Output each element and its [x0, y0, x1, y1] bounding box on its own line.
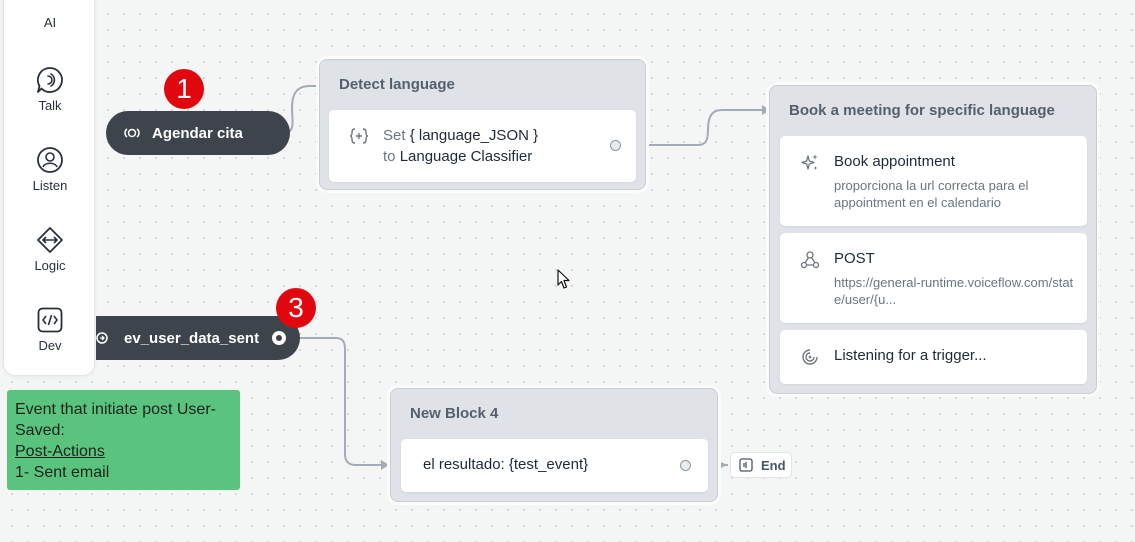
step-title: Listening for a trigger...: [834, 347, 987, 364]
block-toolbar: AI Talk Listen Logic Dev: [3, 0, 95, 376]
step-subtitle: proporciona la url correcta para el appo…: [834, 178, 1029, 210]
start-node-agendar-cita[interactable]: Agendar cita: [106, 111, 381, 155]
sticky-note[interactable]: Event that initiate post User-Saved: Pos…: [7, 390, 240, 490]
step-title: POST: [834, 250, 875, 267]
note-line: Event that initiate post User-Saved:: [15, 401, 216, 439]
end-step[interactable]: End: [730, 452, 792, 478]
note-link[interactable]: Post-Actions: [15, 443, 105, 460]
step-title: Book appointment: [834, 153, 955, 170]
toolbar-label: Listen: [32, 178, 68, 193]
toolbar-item-talk[interactable]: Talk: [4, 66, 96, 113]
block-book-meeting[interactable]: Book a meeting for specific language Boo…: [769, 85, 1097, 394]
step-number-badge: 3: [276, 288, 316, 328]
set-value-line: to Language Classifier: [383, 148, 532, 165]
dev-icon: [37, 307, 63, 333]
block-new-block-4[interactable]: New Block 4 el resultado: {test_event}: [390, 388, 718, 502]
block-title: Detect language: [339, 76, 455, 93]
toolbar-item-dev[interactable]: Dev: [4, 306, 96, 353]
toolbar-label: AI: [43, 15, 57, 30]
toolbar-label: Logic: [34, 258, 66, 273]
logic-icon: [37, 227, 63, 253]
set-variable-icon: [349, 128, 369, 144]
talk-icon: [37, 67, 63, 93]
book-appointment-step[interactable]: Book appointment proporciona la url corr…: [780, 136, 1087, 226]
toolbar-label: Dev: [38, 338, 62, 353]
set-variable-step[interactable]: Set { language_JSON } to Language Classi…: [329, 110, 636, 182]
toolbar-label: Talk: [38, 98, 62, 113]
step-number-badge: 1: [164, 69, 204, 109]
sparkle-icon: [801, 154, 818, 170]
toolbar-item-listen[interactable]: Listen: [4, 146, 96, 193]
variable-value: Language Classifier: [399, 148, 533, 165]
mouse-cursor-icon: [557, 269, 570, 289]
listen-trigger-step[interactable]: Listening for a trigger...: [780, 330, 1087, 384]
step-subtitle: https://general-runtime.voiceflow.com/st…: [834, 275, 1074, 307]
start-node-ev-user-data-sent[interactable]: ev_user_data_sent: [96, 316, 300, 360]
end-icon: [739, 458, 753, 472]
step-text: el resultado: {test_event}: [423, 456, 589, 473]
to-prefix: to: [383, 148, 396, 165]
start-node-label: ev_user_data_sent: [124, 329, 260, 347]
start-node-label: Agendar cita: [152, 124, 243, 142]
api-icon: [800, 251, 820, 269]
step-output-port[interactable]: [680, 460, 691, 471]
note-line: 1- Sent email: [15, 464, 110, 481]
listen-trigger-icon: [802, 349, 818, 365]
step-output-port[interactable]: [610, 140, 621, 151]
post-api-step[interactable]: POST https://general-runtime.voiceflow.c…: [780, 233, 1087, 323]
intent-icon: [124, 128, 140, 138]
ai-icon: [36, 0, 64, 11]
start-node-port[interactable]: [272, 331, 286, 345]
text-step[interactable]: el resultado: {test_event}: [401, 439, 708, 492]
variable-name: { language_JSON }: [409, 127, 539, 144]
toolbar-item-logic[interactable]: Logic: [4, 226, 96, 273]
block-title: Book a meeting for specific language: [789, 102, 1055, 119]
block-title: New Block 4: [410, 405, 499, 422]
listen-icon: [37, 147, 63, 173]
set-prefix: Set: [383, 127, 406, 144]
event-icon: [96, 332, 108, 344]
set-variable-line: Set { language_JSON }: [383, 127, 538, 144]
block-detect-language[interactable]: Detect language Set { language_JSON } to…: [319, 59, 646, 190]
toolbar-item-ai[interactable]: AI: [4, 0, 96, 30]
end-label: End: [761, 457, 786, 473]
